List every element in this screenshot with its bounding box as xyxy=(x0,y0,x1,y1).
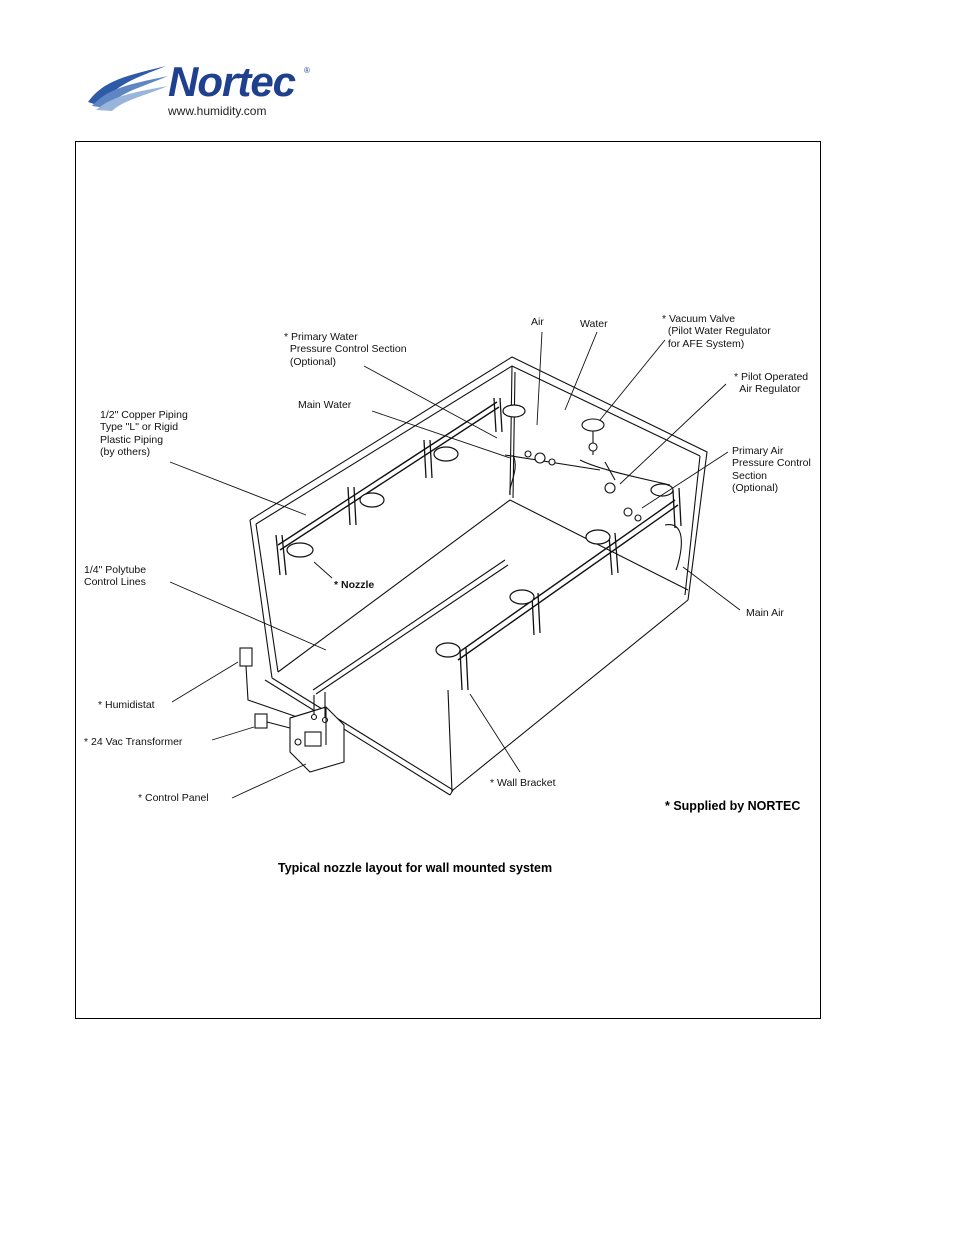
nozzle-icon xyxy=(509,589,535,605)
left-wall-piping xyxy=(277,401,509,695)
label-polytube: 1/4" Polytube Control Lines xyxy=(84,564,147,589)
nozzle-icon xyxy=(650,483,674,497)
valves xyxy=(524,418,642,522)
label-primary-air: Primary Air Pressure Control Section (Op… xyxy=(732,445,811,494)
diagram-frame xyxy=(75,141,821,1019)
wave-logo-icon xyxy=(88,66,168,111)
label-wall-bracket: * Wall Bracket xyxy=(490,777,556,789)
label-nozzle: * Nozzle xyxy=(334,579,375,591)
pilot-regulator-icon xyxy=(604,482,616,494)
right-wall-piping xyxy=(454,454,682,661)
nozzle-icon xyxy=(585,529,611,545)
nozzle-icon xyxy=(502,404,526,418)
label-control-panel: * Control Panel xyxy=(138,792,209,804)
registered-mark: ® xyxy=(304,66,310,75)
diagram-caption: Typical nozzle layout for wall mounted s… xyxy=(278,861,553,875)
nozzle-icon xyxy=(286,542,314,558)
label-air: Air xyxy=(531,316,544,328)
nozzle-icon xyxy=(433,446,459,462)
label-main-air: Main Air xyxy=(746,607,784,619)
humidistat-icon xyxy=(239,647,253,667)
nozzle-icon xyxy=(435,642,461,658)
leader-lines xyxy=(169,331,741,799)
water-regulator-icon xyxy=(534,452,546,464)
label-humidistat: * Humidistat xyxy=(98,699,155,711)
wall-brackets xyxy=(275,397,682,691)
label-main-water: Main Water xyxy=(298,399,352,411)
nortec-logo: Nortec ® www.humidity.com xyxy=(86,58,316,122)
nozzle-icon xyxy=(359,492,385,508)
electrical-components xyxy=(239,647,345,773)
supplied-by-note: * Supplied by NORTEC xyxy=(665,799,801,813)
label-copper-piping: 1/2" Copper Piping Type "L" or Rigid Pla… xyxy=(100,409,188,458)
brand-url[interactable]: www.humidity.com xyxy=(168,104,267,118)
label-transformer: * 24 Vac Transformer xyxy=(84,736,183,748)
label-primary-water: * Primary Water Pressure Control Section… xyxy=(284,331,407,368)
label-vacuum-valve: * Vacuum Valve (Pilot Water Regulator fo… xyxy=(662,313,771,350)
vacuum-valve-icon xyxy=(581,418,605,432)
brand-name: Nortec xyxy=(168,58,296,105)
transformer-icon xyxy=(254,713,268,729)
label-water: Water xyxy=(580,318,608,330)
label-pilot-operated: * Pilot Operated Air Regulator xyxy=(734,371,809,396)
nozzles xyxy=(286,404,674,658)
